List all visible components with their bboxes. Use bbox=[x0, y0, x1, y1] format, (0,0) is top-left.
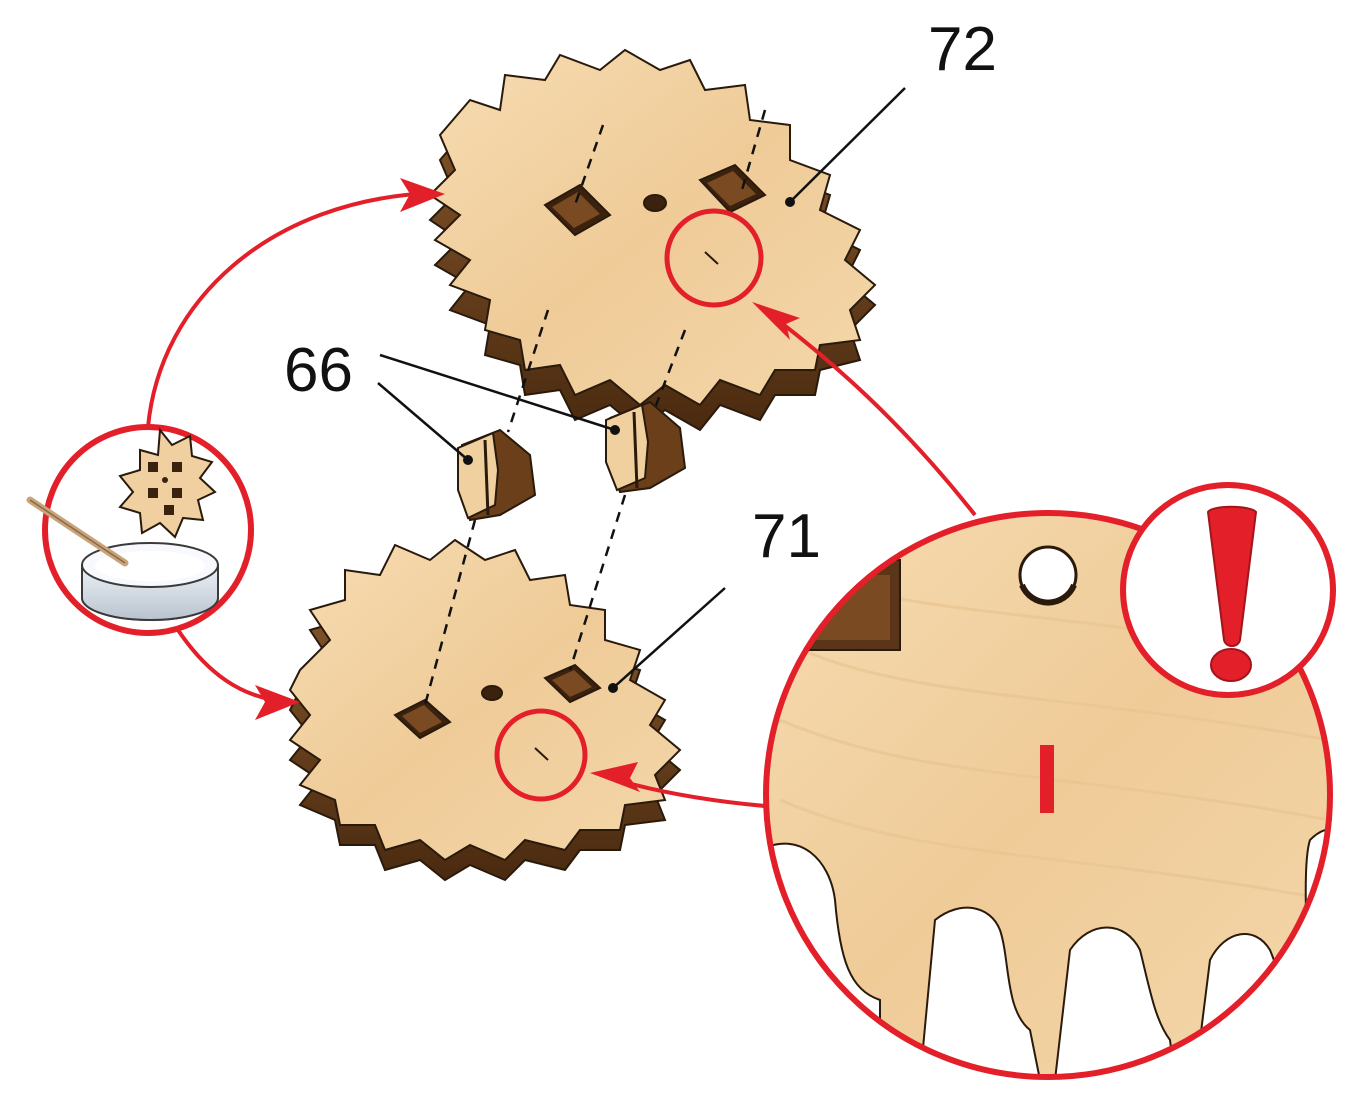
exclamation-icon bbox=[1123, 485, 1333, 695]
label-71: 71 bbox=[752, 502, 821, 571]
spacer-66-left bbox=[458, 430, 535, 520]
gear-72-center-hole bbox=[644, 195, 666, 211]
alignment-mark bbox=[1040, 745, 1054, 813]
gear-71-face bbox=[290, 540, 680, 860]
gear-72 bbox=[430, 50, 875, 430]
label-66: 66 bbox=[284, 336, 353, 405]
gear-71 bbox=[290, 540, 680, 880]
label-72: 72 bbox=[928, 15, 997, 84]
glue-pot-icon bbox=[30, 427, 251, 633]
gear-71-center-hole bbox=[482, 686, 502, 700]
